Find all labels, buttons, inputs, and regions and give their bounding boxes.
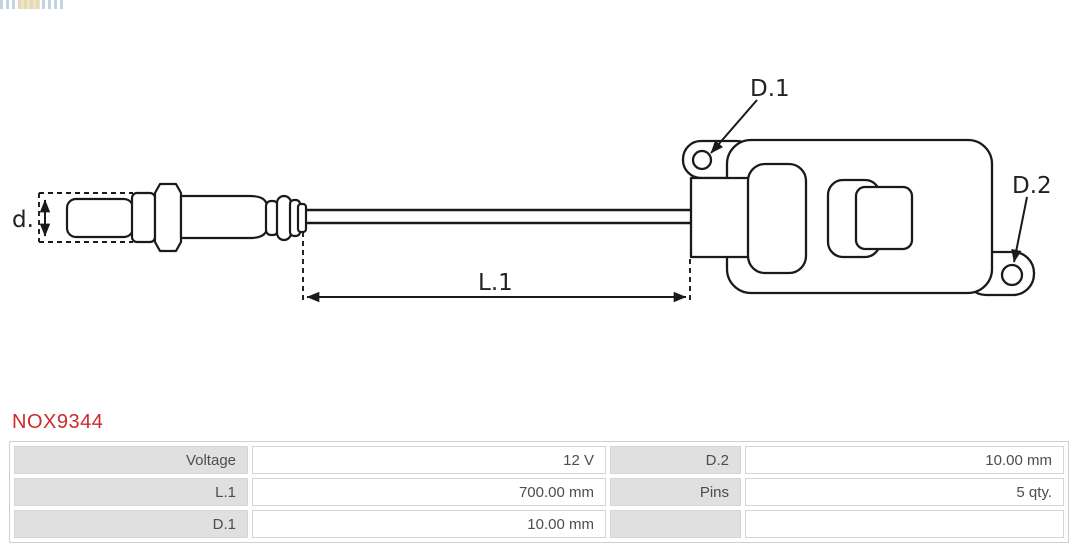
technical-drawing: d. L.1 D.1 D.2 xyxy=(12,76,1052,303)
diameter-label: d. xyxy=(12,207,34,233)
spec-value xyxy=(745,510,1064,538)
partial-logo xyxy=(0,0,63,9)
hole1-label: D.1 xyxy=(750,76,790,102)
table-row: D.1 10.00 mm xyxy=(14,510,1064,538)
spec-value: 5 qty. xyxy=(745,478,1064,506)
spec-label: L.1 xyxy=(14,478,248,506)
hex-nut xyxy=(153,182,183,253)
spec-value: 10.00 mm xyxy=(252,510,606,538)
length-label: L.1 xyxy=(478,270,513,296)
hole2-leader-line xyxy=(1011,196,1028,263)
cable-ring-3 xyxy=(296,202,308,234)
table-row: Voltage 12 V D.2 10.00 mm xyxy=(14,446,1064,474)
hole2-label: D.2 xyxy=(1012,173,1052,199)
mounting-hole-right xyxy=(1000,263,1024,287)
inner-housing xyxy=(746,162,808,275)
connector-inner xyxy=(854,185,914,251)
hole1-leader-line xyxy=(710,99,758,154)
cable xyxy=(305,208,691,225)
probe-collar xyxy=(130,191,157,244)
spec-label: Voltage xyxy=(14,446,248,474)
spec-label xyxy=(610,510,741,538)
spec-label: Pins xyxy=(610,478,741,506)
spec-table: Voltage 12 V D.2 10.00 mm L.1 700.00 mm … xyxy=(9,441,1069,543)
spec-value: 700.00 mm xyxy=(252,478,606,506)
mounting-hole-left xyxy=(691,149,713,171)
diameter-reference-box xyxy=(38,192,133,243)
table-row: L.1 700.00 mm Pins 5 qty. xyxy=(14,478,1064,506)
spec-label: D.2 xyxy=(610,446,741,474)
part-number: NOX9344 xyxy=(12,411,104,433)
spec-label: D.1 xyxy=(14,510,248,538)
spec-value: 10.00 mm xyxy=(745,446,1064,474)
probe-tip xyxy=(65,197,135,239)
cable-entry-block xyxy=(689,176,752,259)
spec-value: 12 V xyxy=(252,446,606,474)
sensor-body-cylinder xyxy=(179,194,269,240)
length-extension-lines xyxy=(302,232,691,301)
